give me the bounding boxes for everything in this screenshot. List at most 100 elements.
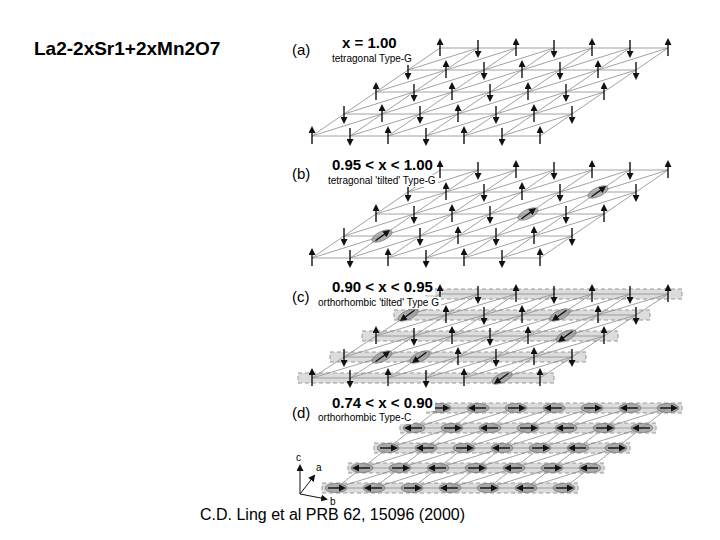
spin-arrow xyxy=(597,62,598,78)
lattice-line xyxy=(344,214,376,236)
spin-arrow xyxy=(533,349,534,365)
spin-arrow xyxy=(451,206,452,222)
lattice-line xyxy=(312,258,350,259)
lattice-line xyxy=(350,258,388,259)
lattice-line xyxy=(522,192,560,193)
spin-arrow xyxy=(413,206,414,222)
spin-arrow xyxy=(489,84,490,100)
lattice-line xyxy=(446,48,478,70)
orbital xyxy=(490,369,514,386)
spin-arrow xyxy=(629,162,630,178)
lattice-line xyxy=(458,114,496,115)
spin-arrow xyxy=(634,427,650,428)
orbital-band xyxy=(374,443,630,453)
lattice-line xyxy=(604,70,636,92)
spin-arrow xyxy=(539,370,540,386)
lattice-line xyxy=(388,378,426,379)
axis-arrow xyxy=(300,494,326,499)
spin-arrow xyxy=(591,162,592,178)
spin-arrow xyxy=(451,328,452,344)
spin-arrow xyxy=(349,370,350,386)
spin-arrow xyxy=(554,310,567,319)
lattice-line xyxy=(376,214,414,215)
lattice-line xyxy=(484,170,554,192)
lattice-line xyxy=(458,357,496,358)
panel-letter: (d) xyxy=(290,404,312,421)
lattice-line xyxy=(344,92,414,114)
spin-arrow xyxy=(622,407,638,408)
spin-arrow xyxy=(413,84,414,100)
lattice-line xyxy=(534,236,572,237)
spin-arrow xyxy=(596,427,612,428)
orbital xyxy=(579,464,601,473)
lattice-line xyxy=(426,136,464,137)
orbital xyxy=(441,424,463,433)
spin-arrow xyxy=(343,106,344,122)
lattice-line xyxy=(426,114,458,136)
spin-arrow xyxy=(521,184,522,200)
spin-arrow xyxy=(608,447,624,448)
lattice-line xyxy=(484,48,516,70)
lattice-line xyxy=(426,236,458,258)
spin-arrow xyxy=(413,328,414,344)
lattice-line xyxy=(420,92,452,114)
lattice-line xyxy=(388,236,458,258)
lattice-line xyxy=(604,192,636,214)
lattice-line xyxy=(350,136,388,137)
lattice-line xyxy=(388,136,426,137)
lattice-line xyxy=(376,92,414,93)
orbital xyxy=(439,484,461,493)
lattice-line xyxy=(464,258,502,259)
lattice-line xyxy=(388,258,426,259)
spin-arrow xyxy=(533,228,534,244)
orbital xyxy=(453,444,475,453)
lattice-line xyxy=(464,114,496,136)
orbital xyxy=(605,444,627,453)
spin-lattice xyxy=(312,162,668,266)
spin-arrow xyxy=(592,187,605,196)
orbital xyxy=(325,484,347,493)
lattice-line xyxy=(382,92,452,114)
lattice-line xyxy=(376,70,408,92)
orbital xyxy=(543,404,565,413)
lattice-line xyxy=(426,357,496,378)
spin-arrow xyxy=(439,162,440,178)
lattice-line xyxy=(420,92,490,114)
spin-arrow xyxy=(489,328,490,344)
spin-arrow xyxy=(366,487,382,488)
axis-label: b xyxy=(328,496,338,508)
orbital xyxy=(477,484,499,493)
spin-arrow xyxy=(430,467,446,468)
spin-arrow xyxy=(375,206,376,222)
spin-arrow xyxy=(571,106,572,122)
spin-arrow xyxy=(544,467,560,468)
lattice-line xyxy=(534,214,566,236)
spin-arrow xyxy=(477,40,478,56)
lattice-line xyxy=(452,70,522,92)
lattice-line xyxy=(376,70,446,92)
lattice-line xyxy=(458,214,490,236)
spin-arrow xyxy=(591,40,592,56)
lattice-line xyxy=(496,336,566,357)
lattice-line xyxy=(452,92,490,93)
spin-arrow xyxy=(635,184,636,200)
spin-arrow xyxy=(521,62,522,78)
spin-arrow xyxy=(629,286,630,302)
spin-arrow xyxy=(667,286,668,302)
lattice-line xyxy=(446,170,516,192)
lattice-line xyxy=(458,214,528,236)
lattice-line xyxy=(560,48,592,70)
lattice-line xyxy=(502,236,572,258)
spin-arrow xyxy=(571,228,572,244)
orbital xyxy=(401,484,423,493)
orbital xyxy=(657,404,679,413)
spin-arrow xyxy=(343,349,344,365)
lattice-line xyxy=(426,114,496,136)
orbital xyxy=(548,306,572,323)
lattice-line xyxy=(502,114,534,136)
lattice-line xyxy=(496,336,528,357)
lattice-line xyxy=(484,192,522,193)
lattice-line xyxy=(566,70,598,92)
spin-arrow xyxy=(483,62,484,78)
lattice-line xyxy=(376,192,446,214)
